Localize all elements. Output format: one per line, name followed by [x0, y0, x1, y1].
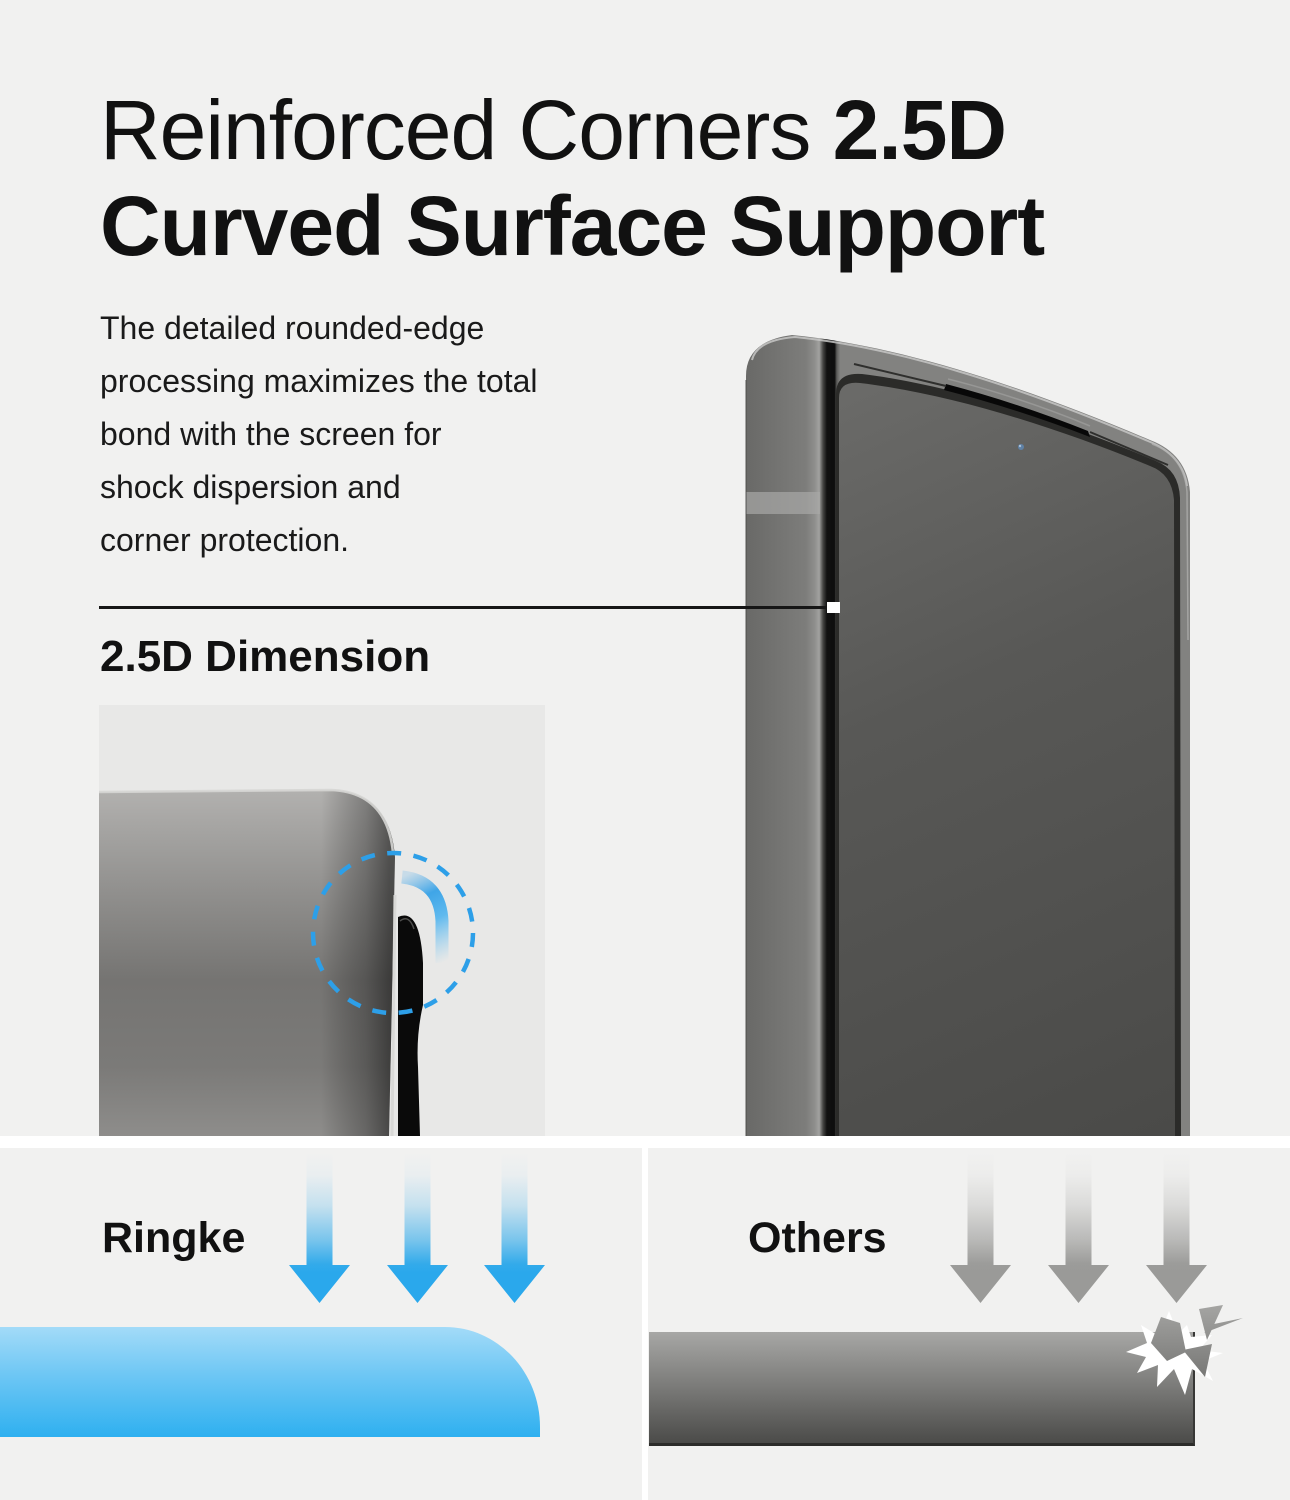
impact-arrow-gray-icon: [1146, 1153, 1207, 1303]
front-camera-glint: [1018, 444, 1022, 448]
corner-detail-panel: [99, 705, 545, 1136]
impact-arrow-blue-icon: [484, 1153, 545, 1303]
zoomed-phone-body-shading: [99, 790, 395, 1136]
protector-gap-slit: [944, 384, 1090, 437]
protector-gap-line-left: [853, 363, 947, 387]
protector-edge-line: [947, 378, 1091, 427]
impact-arrow-blue-icon: [289, 1153, 350, 1303]
protector-sharp-edge-bar: [649, 1332, 1195, 1446]
shatter-shard: [1183, 1344, 1212, 1377]
antenna-line: [746, 492, 820, 514]
impact-arrow-gray-icon: [1048, 1153, 1109, 1303]
protector-rounded-edge-bar: [0, 1327, 540, 1437]
intro-line: corner protection.: [100, 522, 350, 558]
ringke-panel: Ringke: [0, 1148, 642, 1500]
protector-gap-line-right: [1089, 431, 1169, 466]
front-camera-icon: [1018, 444, 1024, 450]
page-title-regular: Reinforced Corners: [100, 83, 833, 177]
page-title-line2: Curved Surface Support: [100, 179, 1045, 273]
intro-line: processing maximizes the total: [100, 363, 538, 399]
side-button-highlight: [399, 918, 415, 930]
zoomed-gap-line: [390, 894, 397, 1136]
intro-line: shock dispersion and: [100, 469, 401, 505]
frame-highlight-right: [1151, 443, 1189, 641]
shatter-shard: [1151, 1317, 1186, 1361]
page-title: Reinforced Corners 2.5D Curved Surface S…: [100, 82, 1240, 274]
corner-detail-image: [99, 788, 476, 1136]
intro-line: bond with the screen for: [100, 416, 442, 452]
dashed-circle-icon: [310, 850, 476, 1016]
intro-paragraph: The detailed rounded-edge processing max…: [100, 302, 660, 567]
section-title: 2.5D Dimension: [100, 632, 431, 681]
shatter-icon: [1126, 1305, 1243, 1395]
intro-line: The detailed rounded-edge: [100, 310, 485, 346]
zoomed-body-highlight: [99, 788, 395, 854]
others-label: Others: [748, 1214, 887, 1262]
others-panel: Others: [648, 1148, 1290, 1500]
impact-arrow-gray-icon: [950, 1153, 1011, 1303]
shatter-shard: [1199, 1305, 1223, 1340]
ringke-label: Ringke: [102, 1214, 246, 1262]
impact-arrow-blue-icon: [387, 1153, 448, 1303]
divider-tick: [827, 602, 840, 613]
phone-screen: [839, 382, 1175, 1136]
divider-line: [99, 606, 837, 609]
phone-render: [745, 335, 1190, 1136]
side-button: [398, 915, 423, 1136]
rounded-edge-arc-icon: [401, 870, 449, 963]
shatter-shard: [1204, 1318, 1243, 1333]
page-title-bold-25d: 2.5D: [832, 83, 1007, 177]
